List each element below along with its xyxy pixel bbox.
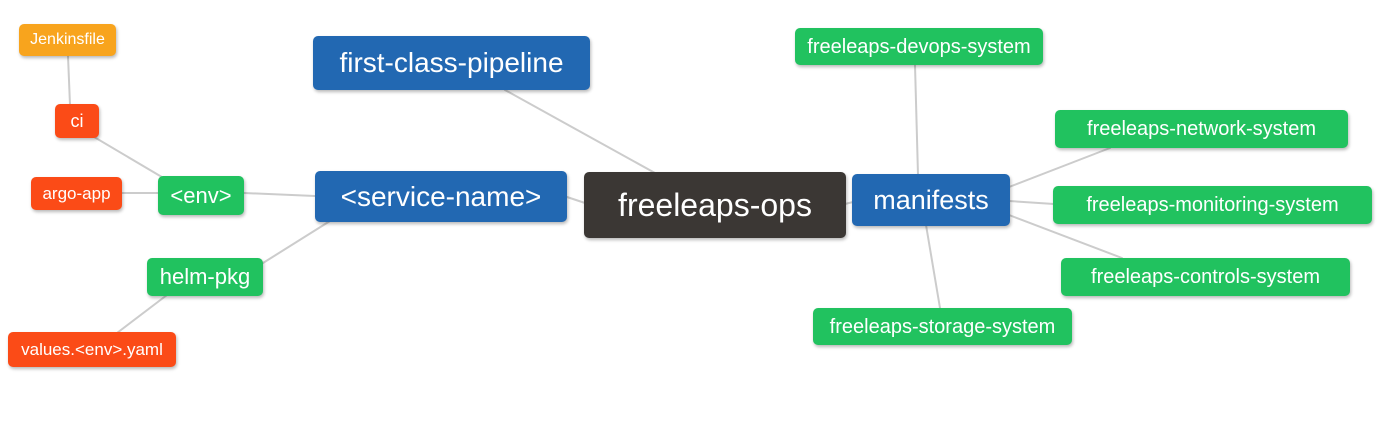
- node-freeleaps-storage-system[interactable]: freeleaps-storage-system: [813, 308, 1072, 345]
- node-freeleaps-devops-system[interactable]: freeleaps-devops-system: [795, 28, 1043, 65]
- edge-service-name-to-helm-pkg: [262, 220, 331, 264]
- node-values-env-yaml[interactable]: values.<env>.yaml: [8, 332, 176, 367]
- node-env[interactable]: <env>: [158, 176, 244, 215]
- edge-manifests-to-freeleaps-monitoring-system: [1008, 200, 1055, 205]
- edge-first-class-pipeline-to-freeleaps-ops: [504, 89, 656, 174]
- edge-service-name-to-freeleaps-ops: [566, 196, 586, 204]
- edge-env-to-service-name: [243, 192, 316, 197]
- edge-ci-to-env: [83, 130, 173, 184]
- node-helm-pkg[interactable]: helm-pkg: [147, 258, 263, 296]
- node-jenkinsfile[interactable]: Jenkinsfile: [19, 24, 116, 56]
- edge-jenkinsfile-to-ci: [67, 55, 71, 106]
- node-first-class-pipeline[interactable]: first-class-pipeline: [313, 36, 590, 90]
- node-freeleaps-network-system[interactable]: freeleaps-network-system: [1055, 110, 1348, 148]
- edge-helm-pkg-to-values-env-yaml: [116, 294, 168, 334]
- edge-manifests-to-freeleaps-storage-system: [925, 224, 941, 309]
- edge-freeleaps-ops-to-manifests: [844, 201, 854, 205]
- edge-manifests-to-freeleaps-controls-system: [1008, 214, 1123, 259]
- node-freeleaps-ops[interactable]: freeleaps-ops: [584, 172, 846, 238]
- edge-manifests-to-freeleaps-devops-system: [914, 64, 919, 176]
- node-freeleaps-controls-system[interactable]: freeleaps-controls-system: [1061, 258, 1350, 296]
- node-freeleaps-monitoring-system[interactable]: freeleaps-monitoring-system: [1053, 186, 1372, 224]
- edge-manifests-to-freeleaps-network-system: [1008, 147, 1111, 188]
- node-argo-app[interactable]: argo-app: [31, 177, 122, 210]
- node-service-name[interactable]: <service-name>: [315, 171, 567, 222]
- node-ci[interactable]: ci: [55, 104, 99, 138]
- node-manifests[interactable]: manifests: [852, 174, 1010, 226]
